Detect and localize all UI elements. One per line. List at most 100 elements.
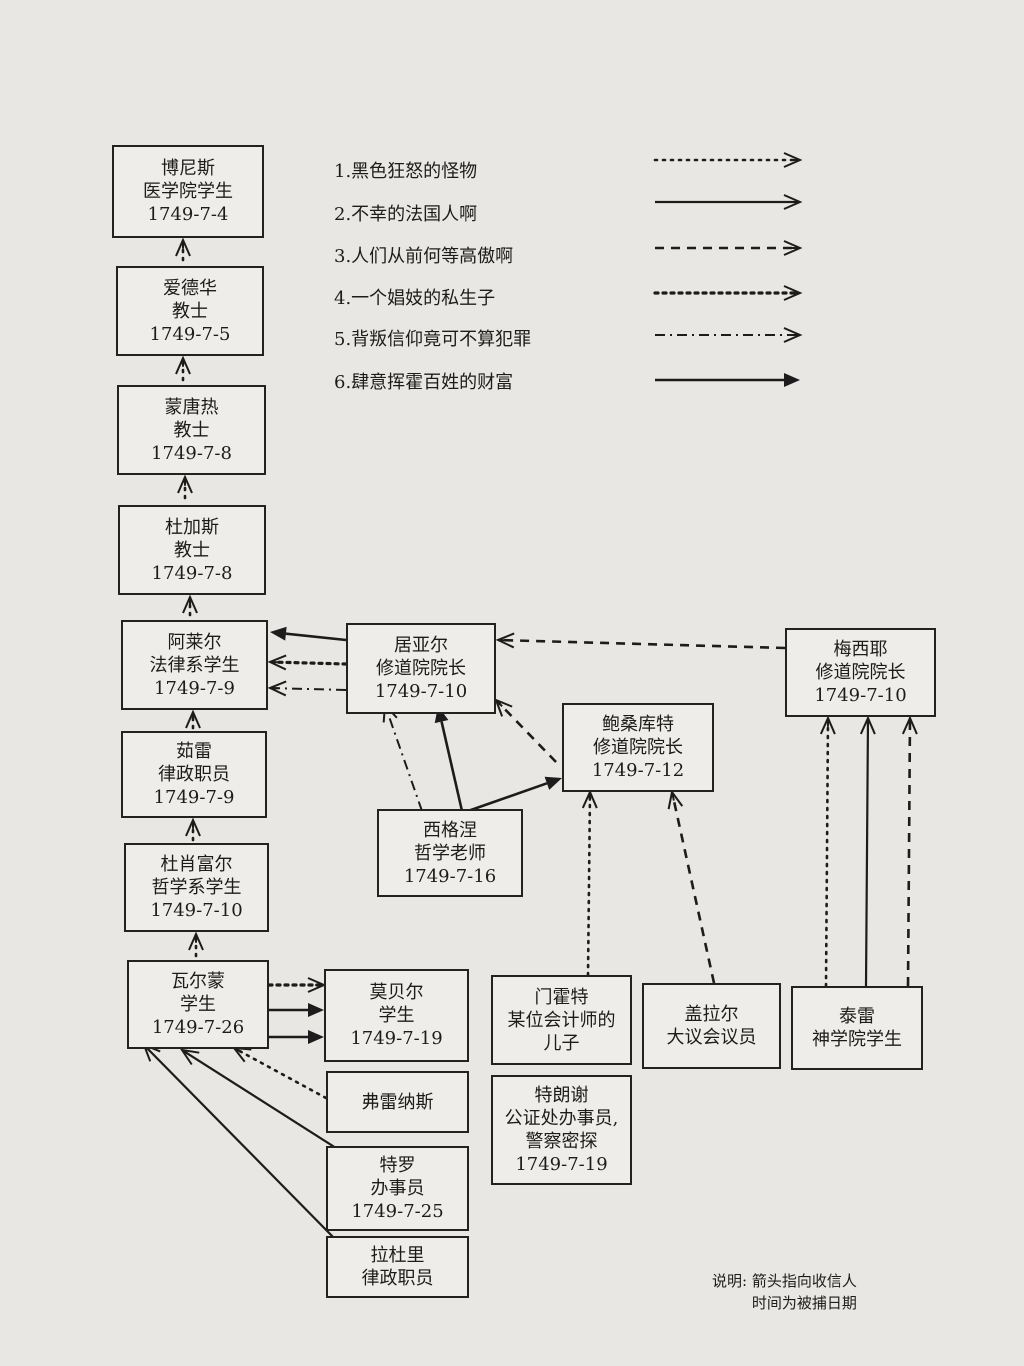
edge-juyaer-alair-1-arrowhead-icon [270, 626, 287, 641]
note-line-2: 时间为被捕日期 [751, 1294, 857, 1312]
node-name: 弗雷纳斯 [361, 1091, 434, 1113]
node-role-2: 警察密探 [525, 1131, 598, 1152]
node-name: 门霍特 [534, 986, 589, 1008]
node-date: 1749-7-4 [147, 204, 229, 225]
edge-juyaer-alair-3-arrowhead-icon [267, 680, 287, 697]
node-date: 1749-7-9 [153, 787, 235, 808]
edge-chain-3-arrowhead-icon [177, 474, 193, 494]
edge-xigenie-juyaer-1-line [385, 708, 423, 812]
edge-laduli-walmeng-line [146, 1047, 337, 1241]
edge-tailei-meixiye-2 [859, 715, 876, 987]
edge-meixiye-juyaer [495, 632, 786, 650]
edge-chain-6 [185, 817, 201, 842]
node-role: 教士 [173, 419, 210, 441]
edge-chain-2 [175, 355, 191, 382]
node-name: 西格涅 [423, 819, 477, 841]
node-role: 办事员 [370, 1178, 425, 1199]
edge-chain-7 [188, 931, 204, 958]
edge-menhuote-baosang [581, 789, 598, 977]
legend-arrow-1 [653, 152, 803, 168]
edge-chain-3 [177, 474, 193, 500]
edge-tailei-meixiye-1-arrowhead-icon [819, 715, 836, 735]
node-date: 1749-7-10 [814, 685, 907, 706]
node-name: 鲍桑库特 [602, 714, 674, 735]
edge-juyaer-alair-2 [267, 654, 348, 671]
node-date: 1749-7-16 [403, 865, 497, 887]
node-role: 律政职员 [158, 764, 230, 785]
edge-xigenie-juyaer-2-line [440, 721, 464, 812]
edge-gailaer-baosang [667, 789, 716, 984]
edge-chain-1 [175, 237, 191, 262]
edge-gailaer-baosang-arrowhead-icon [667, 789, 684, 810]
edge-laduli-walmeng [142, 1043, 337, 1241]
node-gailaer: 盖拉尔大议会议员 [642, 983, 781, 1069]
edge-walmeng-mobeier-2 [269, 1003, 324, 1017]
edge-chain-5 [185, 709, 201, 730]
edge-teluo-walmeng-line [184, 1051, 337, 1149]
node-role: 大议会议员 [666, 1027, 757, 1048]
edge-tailei-meixiye-2-line [864, 721, 870, 987]
edge-teluo-walmeng [179, 1048, 337, 1149]
legend-arrow-2 [655, 194, 803, 210]
node-name: 茹雷 [176, 741, 212, 762]
node-laduli: 拉杜里律政职员 [326, 1236, 469, 1298]
node-role: 律政职员 [361, 1268, 434, 1289]
edge-tailei-meixiye-2-arrowhead-icon [859, 715, 876, 735]
node-fuleinasi: 弗雷纳斯 [326, 1071, 469, 1133]
node-name: 杜肖富尔 [160, 854, 233, 875]
edge-juyaer-alair-1-line [285, 632, 347, 642]
edge-xigenie-juyaer-1 [382, 702, 423, 812]
node-role: 教士 [172, 300, 208, 322]
edge-meixiye-juyaer-line [501, 638, 786, 650]
legend-label-6: 6.肆意挥霍百姓的财富 [334, 372, 514, 393]
node-name: 爱德华 [163, 277, 217, 299]
edge-tailei-meixiye-1 [819, 715, 836, 988]
node-role: 某位会计师的 [507, 1009, 616, 1031]
node-name: 居亚尔 [394, 635, 448, 656]
edge-juyaer-alair-1 [270, 626, 347, 642]
legend-arrow-4-arrowhead-icon [783, 285, 803, 301]
legend-label-1: 1.黑色狂怒的怪物 [334, 161, 478, 182]
edge-chain-1-arrowhead-icon [175, 237, 191, 257]
node-role: 修道院院长 [593, 737, 683, 758]
node-date: 儿子 [543, 1032, 580, 1054]
node-date: 1749-7-19 [515, 1154, 608, 1175]
node-name: 莫贝尔 [369, 982, 424, 1003]
edge-juyaer-alair-2-arrowhead-icon [267, 654, 287, 671]
node-name: 杜加斯 [165, 516, 219, 538]
node-name: 梅西耶 [833, 639, 888, 660]
legend-arrow-3-arrowhead-icon [783, 240, 803, 256]
legend-arrow-3 [655, 240, 803, 256]
legend-label-5: 5.背叛信仰竟可不算犯罪 [334, 329, 532, 350]
edge-tailei-meixiye-3-arrowhead-icon [901, 715, 918, 735]
edge-baosang-juyaer [494, 698, 557, 763]
edge-chain-4 [182, 594, 198, 617]
legend-arrow-6-arrowhead-icon [784, 373, 800, 387]
node-role: 修道院院长 [376, 658, 466, 679]
node-name: 蒙唐热 [164, 396, 219, 418]
edge-chain-6-arrowhead-icon [185, 817, 201, 837]
edge-chain-5-arrowhead-icon [185, 709, 201, 729]
edge-chain-2-arrowhead-icon [175, 355, 191, 375]
node-date: 1749-7-19 [350, 1028, 443, 1049]
edge-gailaer-baosang-line [671, 795, 716, 984]
edge-tailei-meixiye-1-line [824, 720, 830, 988]
legend-arrow-5 [655, 327, 803, 343]
node-role: 学生 [180, 994, 216, 1015]
edge-juyaer-alair-2-line [272, 660, 348, 666]
legend-arrow-2-arrowhead-icon [783, 194, 803, 210]
diagram-note: 说明: 箭头指向收信人 时间为被捕日期 [712, 1270, 857, 1314]
node-name: 特罗 [379, 1155, 416, 1176]
node-name: 盖拉尔 [684, 1004, 739, 1025]
edge-menhuote-baosang-arrowhead-icon [581, 789, 598, 809]
